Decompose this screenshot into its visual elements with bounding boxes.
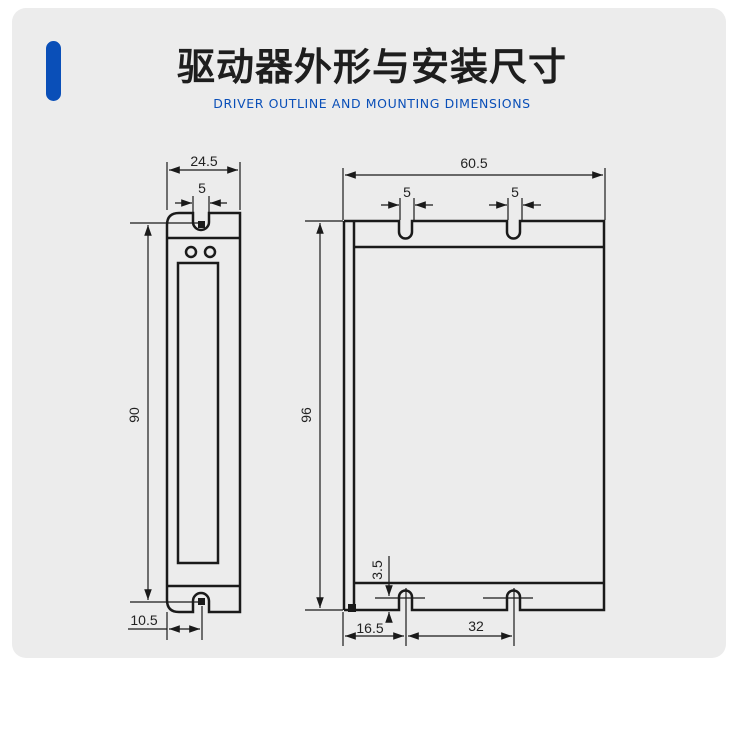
front-left-offset-label: 16.5 <box>356 620 383 636</box>
front-slot-left-label: 5 <box>403 184 411 200</box>
content-card <box>12 8 726 658</box>
side-width-label: 24.5 <box>190 153 217 169</box>
accent-bar <box>46 41 61 101</box>
page-title: 驱动器外形与安装尺寸 <box>176 45 567 89</box>
front-height-label: 96 <box>298 407 314 423</box>
side-view <box>128 162 242 640</box>
front-slot-spacing-label: 32 <box>468 618 484 634</box>
side-bottom-offset-label: 10.5 <box>130 612 157 628</box>
side-slot-width-label: 5 <box>198 180 206 196</box>
front-slot-depth-label: 3.5 <box>369 560 385 580</box>
front-slot-right-label: 5 <box>511 184 519 200</box>
page-subtitle: DRIVER OUTLINE AND MOUNTING DIMENSIONS <box>213 96 531 111</box>
front-width-label: 60.5 <box>460 155 487 171</box>
front-view <box>305 168 606 646</box>
side-height-label: 90 <box>126 407 142 423</box>
